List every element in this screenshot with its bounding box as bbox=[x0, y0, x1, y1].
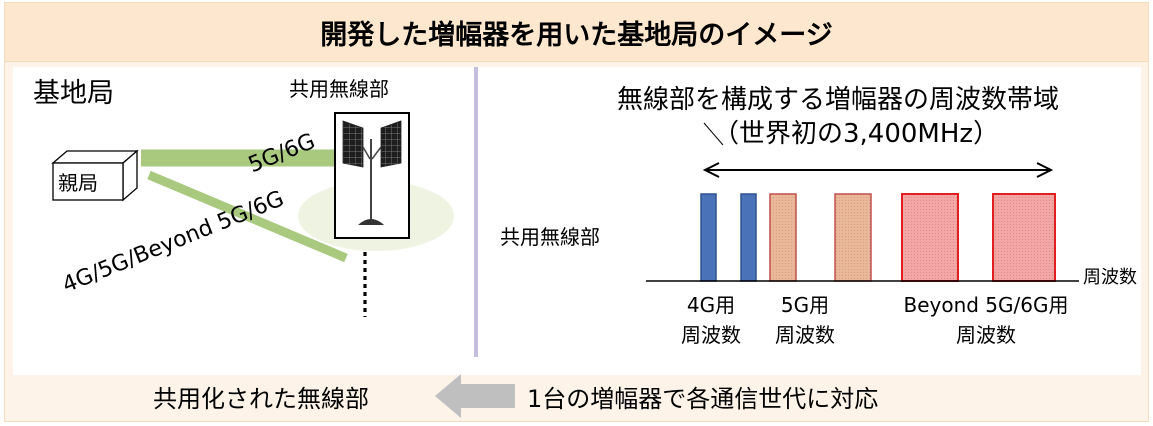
band-label-5g-line2: 周波数 bbox=[775, 323, 835, 347]
axis-label: 周波数 bbox=[1083, 267, 1137, 288]
heading-leader-line bbox=[703, 122, 724, 146]
band-label-5g-line1: 5G用 bbox=[780, 293, 830, 317]
band-bar-5g-2 bbox=[834, 193, 872, 282]
left-arrow-icon bbox=[435, 374, 515, 418]
band-bar-5g-1 bbox=[769, 193, 797, 282]
shared-radio-label-left: 共用無線部 bbox=[289, 77, 389, 101]
link-line-lower bbox=[147, 170, 348, 263]
footer-right-text: 1台の増幅器で各通信世代に対応 bbox=[527, 385, 879, 413]
band-bar-4g-2 bbox=[740, 193, 757, 282]
panel-separator bbox=[474, 67, 478, 357]
parent-station-label: 親局 bbox=[58, 171, 98, 195]
band-bar-6g-2 bbox=[992, 193, 1056, 282]
band-heading-sub: （世界初の3,400MHz） bbox=[713, 119, 1000, 149]
band-label-6g-line1: Beyond 5G/6G用 bbox=[903, 293, 1069, 317]
content-panel: 基地局 共用無線部 親局 5G/6G 4G/5G/Beyond 5G/6G 無線… bbox=[13, 67, 1141, 375]
frequency-span-arrow bbox=[702, 162, 1054, 178]
band-label-6g: Beyond 5G/6G用 周波数 bbox=[877, 290, 1095, 350]
band-bar-6g-1 bbox=[901, 193, 959, 282]
band-label-4g-line2: 周波数 bbox=[681, 323, 741, 347]
band-label-5g: 5G用 周波数 bbox=[775, 290, 835, 350]
footer-left-text: 共用化された無線部 bbox=[153, 385, 369, 413]
band-heading: 無線部を構成する増幅器の周波数帯域 bbox=[617, 85, 1060, 115]
station-label: 基地局 bbox=[33, 78, 114, 109]
parent-station-box bbox=[51, 149, 139, 202]
antenna-icon bbox=[342, 120, 402, 225]
diagram-frame: 開発した増幅器を用いた基地局のイメージ bbox=[4, 2, 1149, 422]
band-label-4g: 4G用 周波数 bbox=[681, 290, 741, 350]
band-label-4g-line1: 4G用 bbox=[686, 293, 736, 317]
diagram-graphics bbox=[51, 67, 1079, 357]
band-bar-4g-1 bbox=[700, 193, 717, 282]
band-label-6g-line2: 周波数 bbox=[956, 323, 1016, 347]
diagram-title: 開発した増幅器を用いた基地局のイメージ bbox=[5, 3, 1148, 62]
shared-radio-label-right: 共用無線部 bbox=[500, 225, 600, 249]
